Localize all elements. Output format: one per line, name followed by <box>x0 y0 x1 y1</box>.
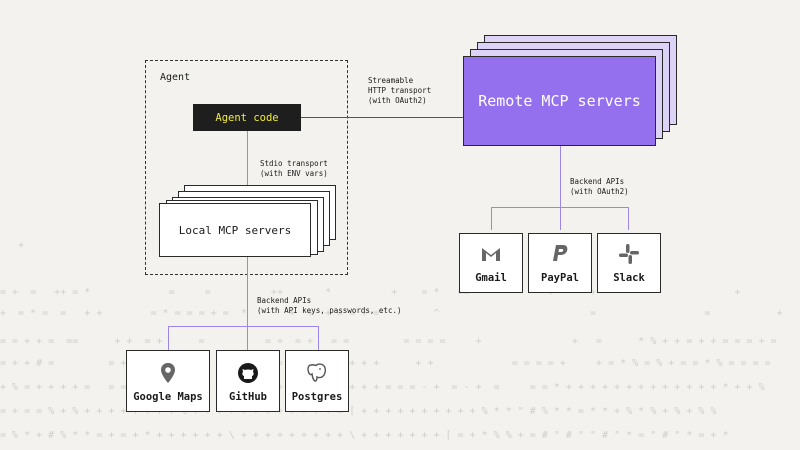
remote-backend-bus <box>491 207 628 208</box>
remote-mcp-servers-node[interactable]: Remote MCP servers <box>463 56 656 146</box>
service-name: Slack <box>613 272 645 284</box>
slack-service-card[interactable]: Slack <box>597 233 661 293</box>
remote-backend-label: Backend APIs (with OAuth2) <box>570 177 629 196</box>
background-pattern: + % = + + + + = = = = + + + + + + + + + … <box>0 382 765 393</box>
background-pattern: + <box>0 240 25 251</box>
slack-icon <box>619 244 639 264</box>
gmail-icon <box>482 248 500 261</box>
local-mcp-servers-node[interactable]: Local MCP servers <box>159 203 311 257</box>
background-pattern: = % * + # % * * = + = + * + + + + + + \ … <box>0 430 729 441</box>
background-pattern: = = + + = == + + = + = = + = + = = = = =… <box>0 336 777 347</box>
postgres-elephant-icon <box>307 363 327 382</box>
github-icon <box>238 363 258 383</box>
agent-to-remote-connector <box>301 117 463 118</box>
local-backend-drop-1 <box>168 326 169 350</box>
agent-container: Agent <box>145 60 348 275</box>
local-backend-bus <box>168 326 318 327</box>
google-maps-service-card[interactable]: Google Maps <box>126 350 210 412</box>
service-name: Gmail <box>475 272 507 284</box>
agent-title: Agent <box>160 72 191 83</box>
agent-to-local-connector <box>247 131 248 203</box>
service-name: Google Maps <box>133 391 203 403</box>
paypal-icon <box>553 245 568 261</box>
postgres-service-card[interactable]: Postgres <box>285 350 349 412</box>
service-name: GitHub <box>229 391 267 403</box>
background-pattern: = + = = % + % + + + + + + + + % + + + + … <box>0 406 717 417</box>
map-pin-icon <box>161 363 175 383</box>
gmail-service-card[interactable]: Gmail <box>459 233 523 293</box>
service-name: PayPal <box>541 272 579 284</box>
local-backend-label: Backend APIs (with API keys, passwords, … <box>257 296 402 315</box>
github-service-card[interactable]: GitHub <box>216 350 280 412</box>
remote-to-backend-connector <box>560 146 561 230</box>
agent-code-node[interactable]: Agent code <box>193 104 301 131</box>
local-transport-label: Stdio transport (with ENV vars) <box>260 159 328 178</box>
local-backend-drop-3 <box>318 326 319 350</box>
local-to-backend-connector <box>247 257 248 350</box>
remote-backend-drop-3 <box>628 207 629 230</box>
background-pattern: = + + # = = + + + = = + + + + + * = + = … <box>0 358 771 369</box>
service-name: Postgres <box>291 391 343 403</box>
remote-backend-drop-1 <box>491 207 492 230</box>
background-pattern: + = * = = + + = * = = = + = * + + + = = … <box>0 308 800 319</box>
paypal-service-card[interactable]: PayPal <box>528 233 592 293</box>
local-mcp-servers-label: Local MCP servers <box>178 223 292 237</box>
remote-mcp-servers-label: Remote MCP servers <box>478 92 641 110</box>
remote-transport-label: Streamable HTTP transport (with OAuth2) <box>368 76 432 105</box>
